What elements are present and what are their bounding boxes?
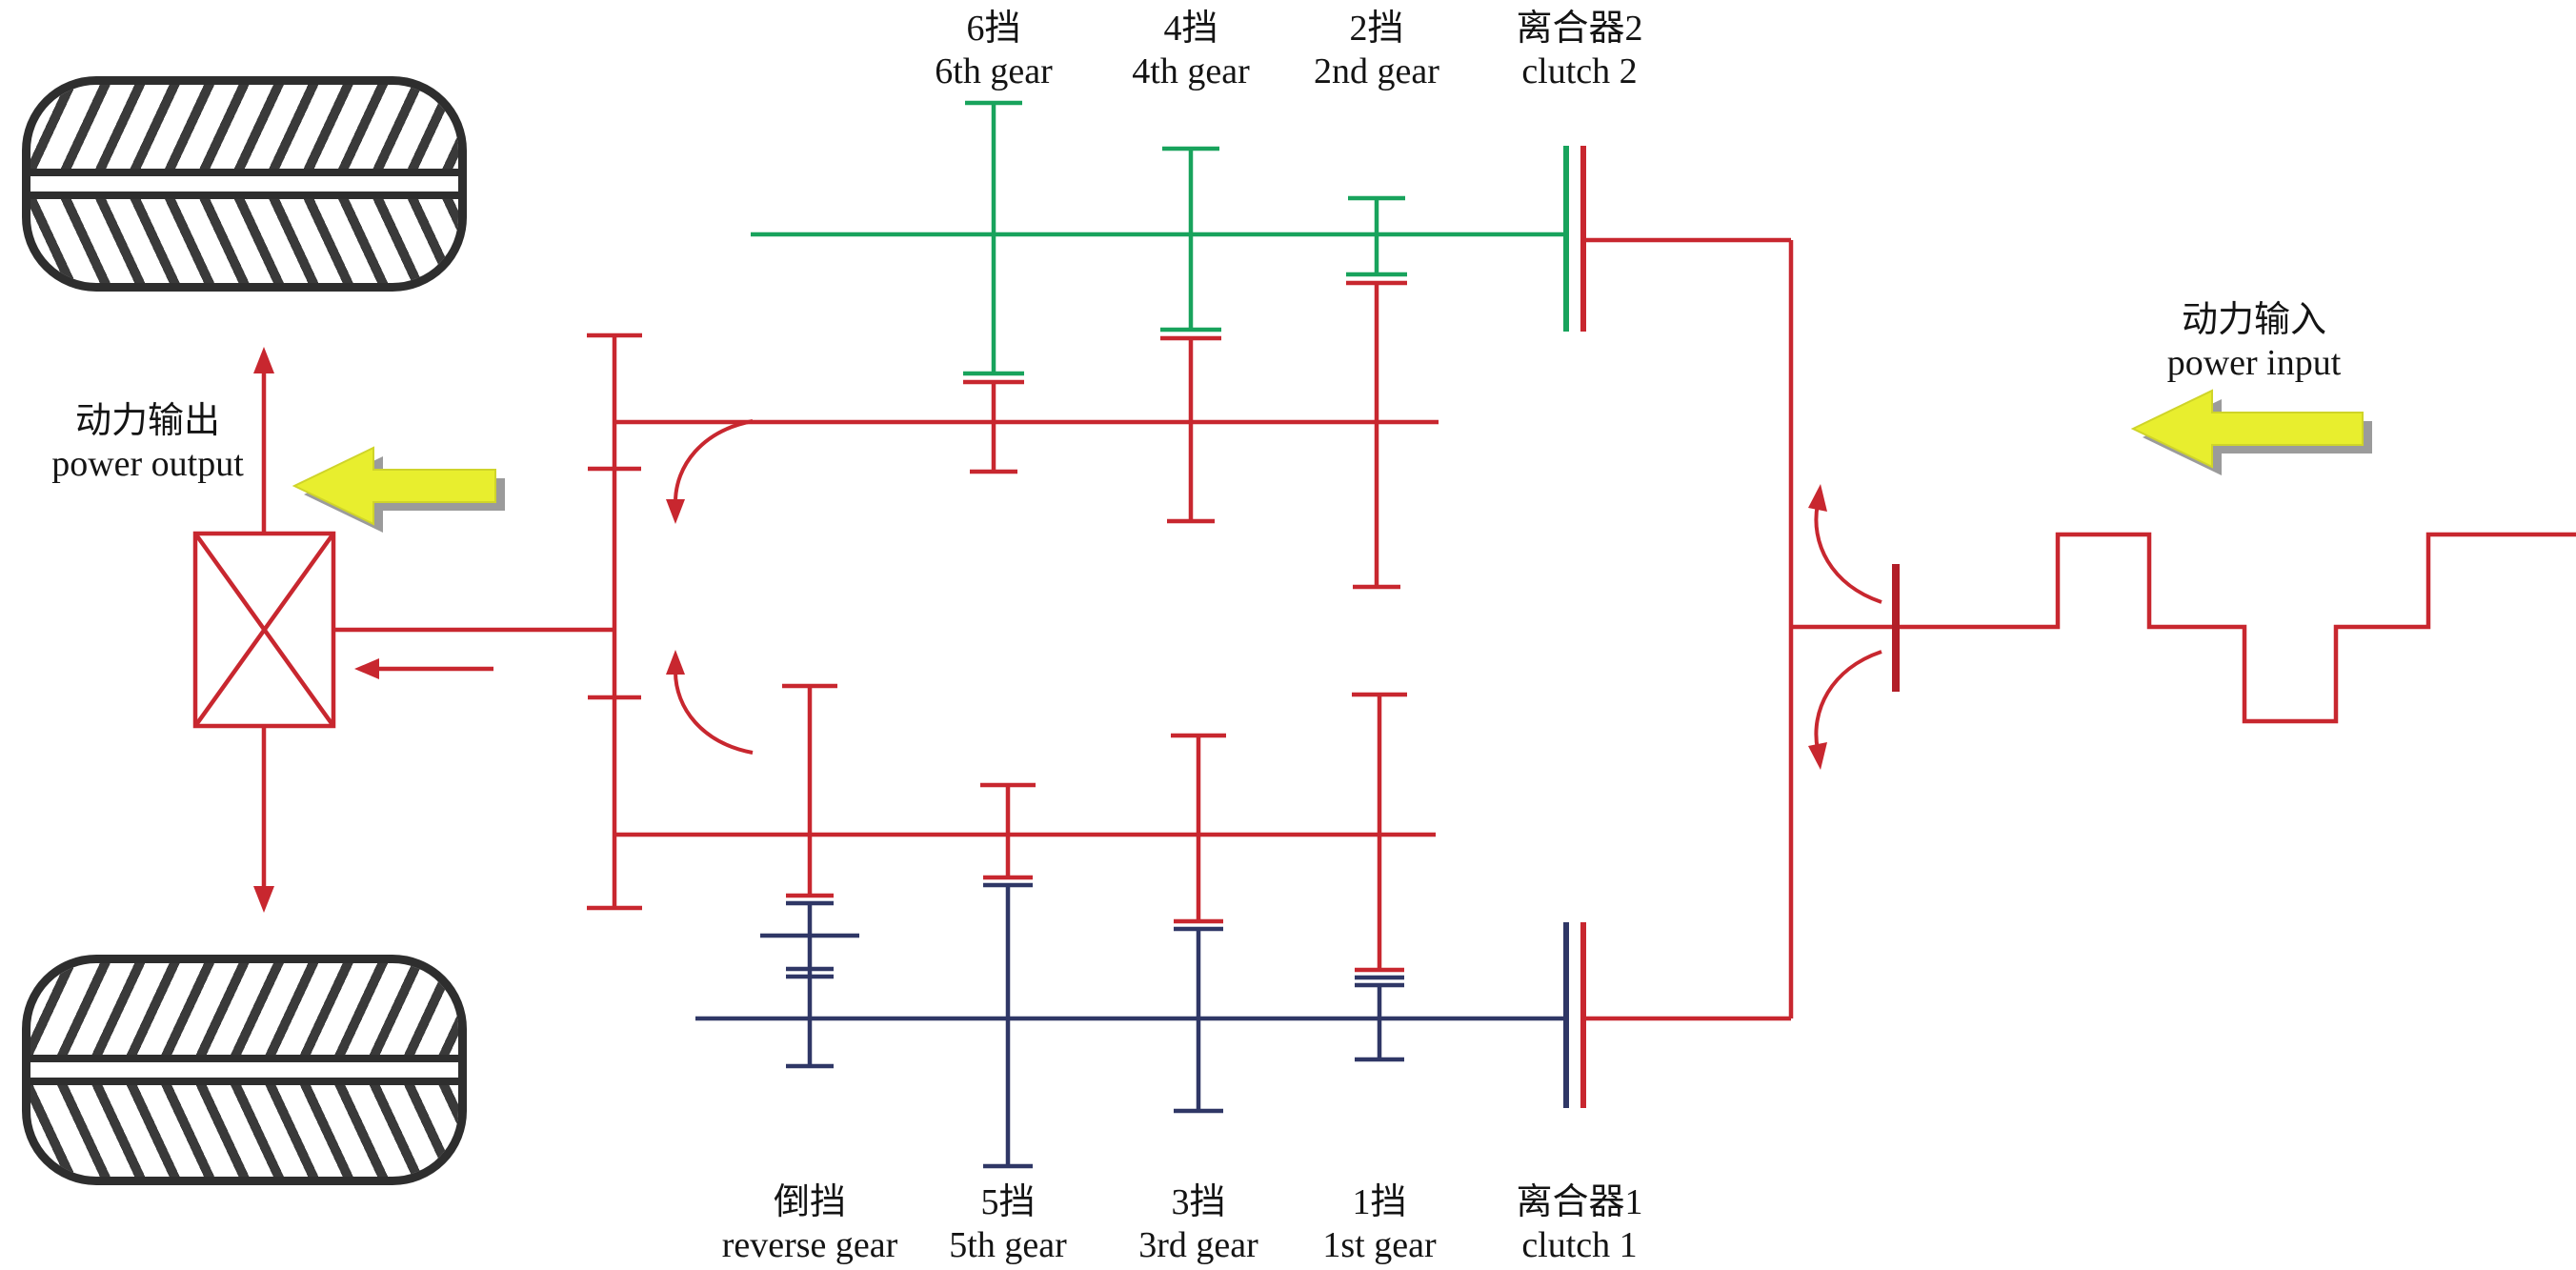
rotation-arc bbox=[674, 419, 754, 503]
gear-6th bbox=[963, 100, 1024, 474]
axle-up-arrowhead-icon bbox=[253, 347, 274, 373]
tire-center-band bbox=[30, 1055, 458, 1085]
label-clutch-2-zh: 离合器2 bbox=[1516, 9, 1643, 49]
engine-input-link bbox=[1583, 237, 1794, 1021]
tire-icon-top bbox=[22, 76, 467, 292]
label-6th-gear-zh: 6挡 bbox=[966, 9, 1021, 49]
label-clutch-1: 离合器1 clutch 1 bbox=[1516, 1181, 1642, 1267]
label-power-output-en: power output bbox=[51, 444, 244, 484]
label-power-output-zh: 动力输出 bbox=[74, 401, 221, 441]
differential-cross-line bbox=[193, 532, 335, 728]
rotation-arc bbox=[674, 671, 754, 755]
label-1st-gear: 1挡 1st gear bbox=[1322, 1181, 1436, 1267]
differential-arrowheads bbox=[253, 347, 379, 913]
tire-tread-top bbox=[30, 963, 458, 1055]
gear-3rd bbox=[1171, 733, 1226, 1114]
engine-crankshaft-line bbox=[1791, 532, 2576, 724]
output-rotation-arrowheads bbox=[666, 499, 685, 675]
label-power-output: 动力输出 power output bbox=[51, 400, 244, 486]
rotation-arrowhead-icon bbox=[666, 650, 685, 675]
input-rotation-arrowheads bbox=[1808, 484, 1827, 770]
tire-center-band bbox=[30, 169, 458, 199]
label-3rd-gear-en: 3rd gear bbox=[1138, 1225, 1258, 1265]
gear-1st bbox=[1352, 692, 1407, 1062]
gear-2nd bbox=[1346, 195, 1407, 590]
label-3rd-gear-zh: 3挡 bbox=[1171, 1182, 1226, 1222]
label-2nd-gear: 2挡 2nd gear bbox=[1314, 8, 1439, 93]
axle-down-arrowhead-icon bbox=[253, 886, 274, 913]
label-2nd-gear-en: 2nd gear bbox=[1314, 51, 1439, 91]
label-reverse-gear-en: reverse gear bbox=[721, 1225, 898, 1265]
label-5th-gear-en: 5th gear bbox=[949, 1225, 1067, 1265]
gear-4th bbox=[1160, 146, 1221, 524]
label-5th-gear: 5挡 5th gear bbox=[949, 1181, 1066, 1267]
tire-tread-bottom bbox=[30, 1085, 458, 1177]
label-6th-gear-en: 6th gear bbox=[935, 51, 1053, 91]
tire-tread-top bbox=[30, 85, 458, 169]
clutch-2 bbox=[1563, 146, 1586, 332]
rotation-arc bbox=[1814, 503, 1882, 604]
label-3rd-gear: 3挡 3rd gear bbox=[1138, 1181, 1258, 1267]
differential-group bbox=[192, 370, 614, 890]
label-power-input-zh: 动力输入 bbox=[2181, 300, 2327, 340]
power-input-arrow-icon bbox=[2130, 389, 2372, 475]
rotation-arrowhead-icon bbox=[666, 499, 685, 524]
final-drive-gear bbox=[587, 333, 642, 911]
label-power-input: 动力输入 power input bbox=[2167, 299, 2342, 385]
label-4th-gear: 4挡 4th gear bbox=[1132, 8, 1249, 93]
label-1st-gear-zh: 1挡 bbox=[1352, 1182, 1407, 1222]
input-rotation-arcs bbox=[1814, 503, 1882, 751]
gear-reverse bbox=[760, 683, 859, 1069]
gear-5th bbox=[980, 782, 1036, 1169]
power-flow-left-arrowhead-icon bbox=[354, 658, 379, 679]
rotation-arrowhead-icon bbox=[1808, 484, 1827, 512]
tire-tread-bottom bbox=[30, 199, 458, 283]
tire-icon-bottom bbox=[22, 955, 467, 1185]
label-reverse-gear-zh: 倒挡 bbox=[773, 1182, 846, 1222]
clutch-1 bbox=[1563, 922, 1586, 1108]
label-clutch-1-zh: 离合器1 bbox=[1516, 1182, 1643, 1222]
power-output-arrow-icon bbox=[292, 446, 505, 533]
label-clutch-1-en: clutch 1 bbox=[1521, 1225, 1638, 1265]
rotation-arc bbox=[1814, 650, 1882, 751]
label-4th-gear-zh: 4挡 bbox=[1163, 9, 1218, 49]
label-clutch-2-en: clutch 2 bbox=[1521, 51, 1638, 91]
label-6th-gear: 6挡 6th gear bbox=[935, 8, 1052, 93]
label-power-input-en: power input bbox=[2166, 343, 2342, 383]
arrow-body bbox=[292, 446, 496, 526]
rotation-arrowhead-icon bbox=[1808, 742, 1827, 770]
label-1st-gear-en: 1st gear bbox=[1322, 1225, 1437, 1265]
label-2nd-gear-zh: 2挡 bbox=[1349, 9, 1404, 49]
label-clutch-2: 离合器2 clutch 2 bbox=[1516, 8, 1642, 93]
label-4th-gear-en: 4th gear bbox=[1132, 51, 1250, 91]
label-5th-gear-zh: 5挡 bbox=[980, 1182, 1036, 1222]
arrow-body bbox=[2130, 389, 2364, 469]
label-reverse-gear: 倒挡 reverse gear bbox=[722, 1181, 898, 1267]
output-rotation-arcs bbox=[674, 419, 754, 755]
